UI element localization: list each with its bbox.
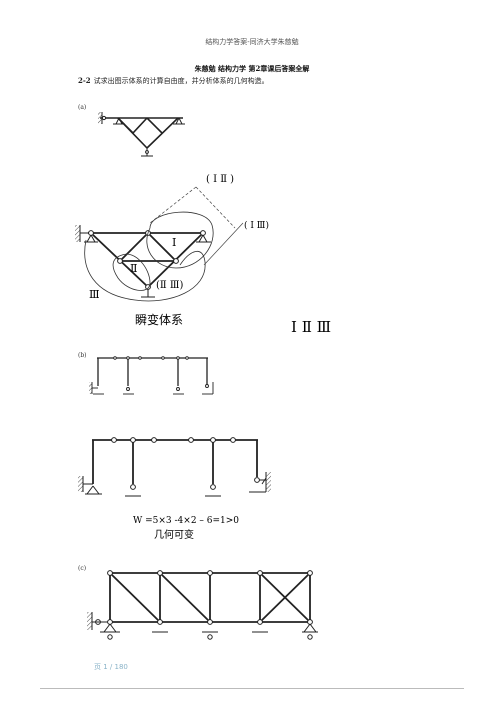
label-II: Ⅱ xyxy=(130,262,137,275)
label-I-III: ( Ⅰ Ⅲ) xyxy=(244,220,269,231)
part-a-label: (a) xyxy=(78,104,87,111)
figure-a-analysis: ( Ⅰ Ⅱ ) ( Ⅰ Ⅲ) Ⅰ Ⅱ (Ⅱ Ⅲ) Ⅲ 瞬变体系 Ⅰ Ⅱ Ⅲ xyxy=(75,174,331,336)
support-bottom xyxy=(141,148,153,157)
label-I-II: ( Ⅰ Ⅱ ) xyxy=(206,174,234,185)
support-left xyxy=(98,112,125,125)
page-indicator: 页 1 / 180 xyxy=(94,663,128,671)
problem-text: 试求出图示体系的计算自由度，并分析体系的几何构造。 xyxy=(93,77,269,85)
support-left-a2 xyxy=(75,225,98,243)
figure-c xyxy=(87,570,318,640)
figure-b-analysis: W =5×3 -4×2 – 6=1>0 几何可变 xyxy=(78,437,271,541)
formula-b: W =5×3 -4×2 – 6=1>0 xyxy=(133,516,239,526)
figure-a-small xyxy=(98,112,185,157)
support-bottom-a2 xyxy=(141,289,155,298)
support-right xyxy=(173,117,185,125)
part-b-label: (b) xyxy=(78,352,87,359)
chapter-title: 朱慈勉 结构力学 第2章课后答案全解 xyxy=(194,64,310,73)
problem-number: 2-2 xyxy=(78,76,91,85)
conclusion-b: 几何可变 xyxy=(154,528,194,541)
support-right-a2 xyxy=(196,234,211,243)
note-a: Ⅰ Ⅱ Ⅲ xyxy=(291,318,331,336)
figure-b-small xyxy=(89,356,214,395)
conclusion-a: 瞬变体系 xyxy=(135,312,183,327)
label-III: Ⅲ xyxy=(89,288,100,301)
footer-rule xyxy=(40,688,464,689)
part-c-label: (c) xyxy=(78,565,87,572)
label-I: Ⅰ xyxy=(172,236,176,249)
running-header: 结构力学答案-同济大学朱慈勉 xyxy=(205,38,299,46)
label-II-III: (Ⅱ Ⅲ) xyxy=(156,280,184,291)
